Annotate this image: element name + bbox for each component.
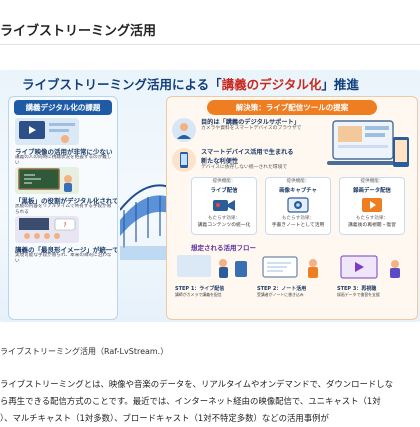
- goal-title: 目的は「講義のデジタルサポート」: [201, 119, 300, 126]
- infographic-title-suffix: 」推進: [321, 77, 359, 92]
- flow-label: 想定される活用フロー: [191, 244, 256, 252]
- solution-header: 解決策：ライブ配信ツールの提案: [207, 100, 377, 115]
- issue-item: 「黒板」の役割がデジタル化されていない 黒板の内容をリアルタイムで共有する手段が…: [13, 166, 117, 215]
- tool-card: 提供機能： 録画データ配信 もたらす効果： 講義後の再視聴・復習: [339, 177, 405, 235]
- issue-item: ? 講義の「最良形イメージ」が統一できていない 実現可能な手段が限られ、本来の目…: [13, 215, 117, 264]
- tool-benefit-label: もたらす効果：: [207, 216, 241, 221]
- goal-description: カメラや資料をスマートデバイスのブラウザで: [201, 126, 302, 131]
- issue-item: ライブ映像の活用が非常に少ない 講義の人の同時に視聴状況を把握するのが難しい: [13, 117, 113, 166]
- issue-description: 実現可能な手段が限られ、本来の目的に沿わない: [15, 253, 112, 264]
- blackboard-illustration: [15, 167, 79, 194]
- issue-description: 講義の人の同時に視聴状況を把握するのが難しい: [15, 155, 112, 166]
- tool-benefit-label: もたらす効果：: [355, 216, 389, 221]
- issue-description: 黒板の内容をリアルタイムで共有する手段が限られる: [15, 204, 112, 215]
- tool-card: 提供機能： ライブ配信 もたらす効果： 講義コンテンツの統一化: [191, 177, 257, 235]
- article-body: ライブストリーミングとは、映像や音楽のデータを、リアルタイムやオンデマンドで、ダ…: [0, 376, 420, 427]
- infographic-title: ライブストリーミング活用による「講義のデジタル化」推進: [22, 74, 420, 93]
- notebook-illustration: [262, 256, 318, 278]
- live-camera-icon: [213, 200, 235, 211]
- flow-steps: STEP 1：ライブ配信 講師がカメラで講義を配信 STEP 2：ノート活用 受…: [171, 253, 417, 317]
- step-description: 講師がカメラで講義を配信: [175, 292, 222, 297]
- solution-panel: 解決策：ライブ配信ツールの提案 目的は「講義のデジタルサポート」 カメラや資料を…: [166, 96, 418, 320]
- video-player-illustration: [15, 118, 79, 145]
- infographic-title-prefix: ライブストリーミング活用による「: [22, 77, 222, 92]
- teacher-icon: [172, 118, 196, 142]
- page-title: ライブストリーミング活用: [0, 24, 157, 39]
- tool-provide-label: 提供機能：: [286, 179, 310, 184]
- svg-text:?: ?: [63, 222, 66, 229]
- step-label: STEP 1：ライブ配信: [175, 286, 225, 292]
- title-divider: [0, 44, 420, 45]
- recording-icon: [362, 198, 382, 212]
- infographic-title-highlight: 講義のデジタル化: [221, 77, 322, 92]
- issue-title: 講義の「最良形イメージ」が統一できていない: [15, 246, 117, 254]
- body-line: ら再生できる配信方式のことです。最近では、インターネット経由の映像配信で、ユニキ…: [0, 396, 381, 406]
- flow-step: STEP 2：ノート活用 受講者がノートに書き込み: [257, 253, 335, 297]
- replay-illustration: [340, 255, 400, 279]
- infographic-image: ライブストリーミング活用による「講義のデジタル化」推進 講義デジタル化の課題 ラ…: [0, 70, 420, 322]
- issue-title: ライブ映像の活用が非常に少ない: [15, 148, 113, 156]
- step-label: STEP 3：再視聴: [337, 286, 377, 292]
- tool-name: ライブ配信: [210, 188, 238, 194]
- devices-illustration: [327, 120, 409, 167]
- classroom-illustration: ?: [15, 216, 79, 243]
- tool-benefit-label: もたらす効果：: [281, 216, 315, 221]
- step-label: STEP 2：ノート活用: [257, 286, 307, 292]
- smartphone-icon: [172, 148, 196, 172]
- step-description: 録画データで復習を支援: [337, 292, 380, 297]
- issues-header: 講義デジタル化の課題: [14, 100, 112, 115]
- image-capture-icon: [287, 197, 309, 213]
- image-caption: ライブストリーミング活用（Raf-LvStream.）: [0, 347, 169, 356]
- tool-card-row: 提供機能： ライブ配信 もたらす効果： 講義コンテンツの統一化 提供機能： 画像…: [191, 177, 415, 237]
- flow-step: STEP 3：再視聴 録画データで復習を支援: [337, 253, 415, 297]
- tool-card: 提供機能： 画像キャプチャ もたらす効果： 手書きノートとして活用: [265, 177, 331, 235]
- goal-title-line2: 新たな利便性: [201, 158, 239, 165]
- goal-title: スマートデバイス活用で生まれる: [201, 149, 294, 156]
- issues-panel: 講義デジタル化の課題 ライブ映像の活用が非常に少ない 講義の人の同時に視聴状況を…: [8, 96, 118, 320]
- tool-benefit: 手書きノートとして活用: [271, 223, 325, 228]
- tool-name: 録画データ配信: [353, 188, 391, 194]
- goal-block: 目的は「講義のデジタルサポート」 カメラや資料をスマートデバイスのブラウザで: [171, 117, 321, 142]
- body-line: ）、マルチキャスト（1対多数）、ブロードキャスト（1対不特定多数）などの活用事例…: [0, 413, 329, 423]
- issue-title: 「黒板」の役割がデジタル化されていない: [15, 197, 118, 205]
- body-line: ライブストリーミングとは、映像や音楽のデータを、リアルタイムやオンデマンドで、ダ…: [0, 379, 394, 389]
- tool-provide-label: 提供機能：: [360, 179, 384, 184]
- flow-step: STEP 1：ライブ配信 講師がカメラで講義を配信: [175, 253, 253, 297]
- goal-block: スマートデバイス活用で生まれる 新たな利便性 デバイスに依存しない統一された環境…: [171, 147, 321, 172]
- tool-provide-label: 提供機能：: [212, 179, 236, 184]
- goal-description: デバイスに依存しない統一された環境で: [201, 165, 288, 170]
- tool-name: 画像キャプチャ: [279, 188, 317, 194]
- step-description: 受講者がノートに書き込み: [257, 292, 304, 297]
- tool-benefit: 講義コンテンツの統一化: [197, 223, 251, 228]
- lecture-streaming-illustration: [177, 255, 247, 278]
- tool-benefit: 講義後の再視聴・復習: [348, 223, 396, 228]
